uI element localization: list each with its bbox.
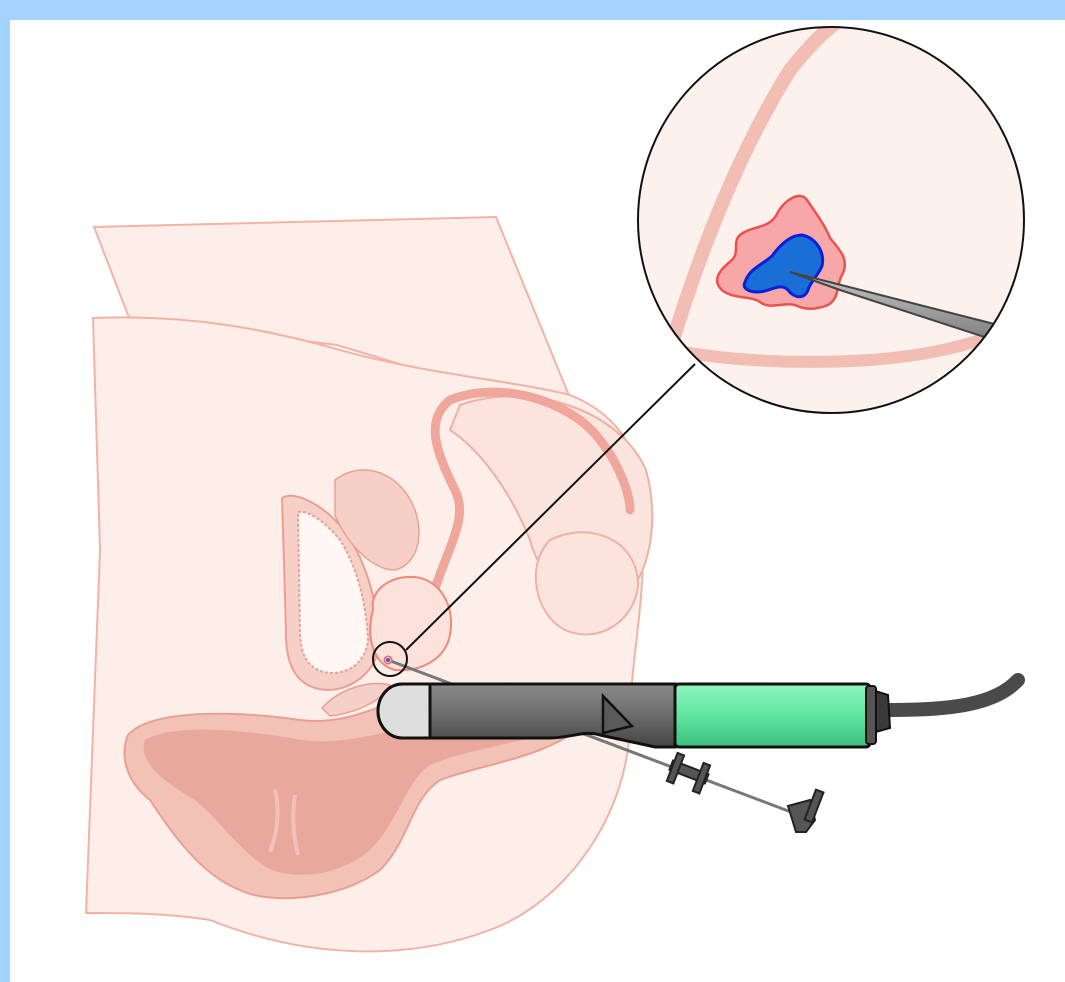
canvas — [10, 20, 1065, 982]
seminal-vesicle — [536, 532, 638, 634]
prostate-biopsy-diagram — [10, 20, 1065, 982]
probe-cable — [890, 680, 1018, 710]
needle-hub — [667, 753, 710, 794]
magnified-view-icon — [638, 20, 1030, 413]
probe-end-ring — [866, 686, 876, 744]
target-lesion-dot — [386, 658, 390, 662]
prostate — [370, 577, 451, 670]
probe-tip — [378, 684, 430, 738]
needle-plunger — [788, 790, 823, 832]
probe-handle — [675, 684, 870, 747]
anatomy — [86, 217, 652, 951]
ultrasound-probe-icon — [378, 680, 1018, 747]
